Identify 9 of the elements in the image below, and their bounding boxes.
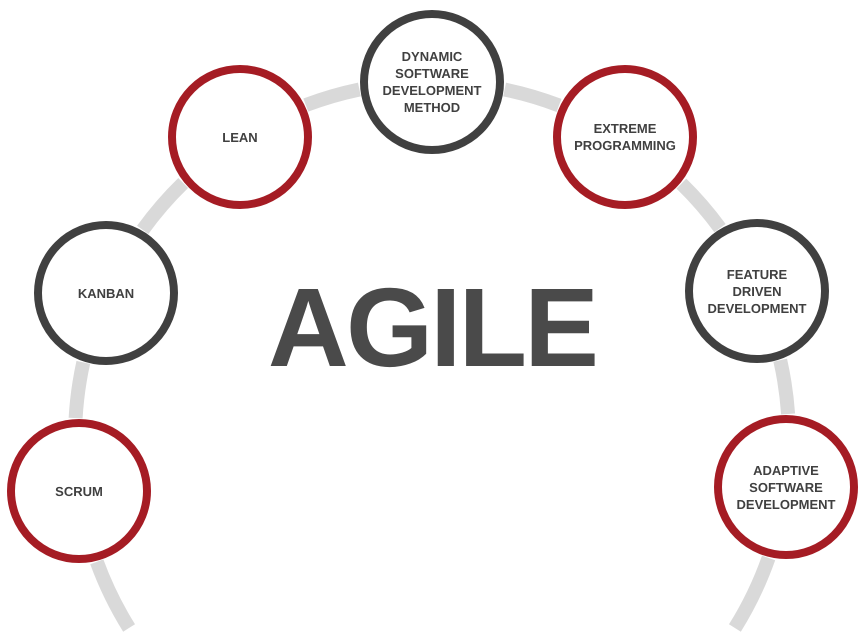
method-label: ADAPTIVE SOFTWARE DEVELOPMENT xyxy=(736,462,836,512)
method-label: DYNAMIC SOFTWARE DEVELOPMENT METHOD xyxy=(382,48,482,116)
method-label: EXTREME PROGRAMMING xyxy=(573,120,677,154)
method-label: LEAN xyxy=(222,128,258,146)
method-label: FEATURE DRIVEN DEVELOPMENT xyxy=(706,266,808,316)
title: AGILE xyxy=(266,268,598,388)
method-label: SCRUM xyxy=(55,482,103,500)
ring-connector xyxy=(303,82,361,112)
method-label: KANBAN xyxy=(78,284,134,302)
